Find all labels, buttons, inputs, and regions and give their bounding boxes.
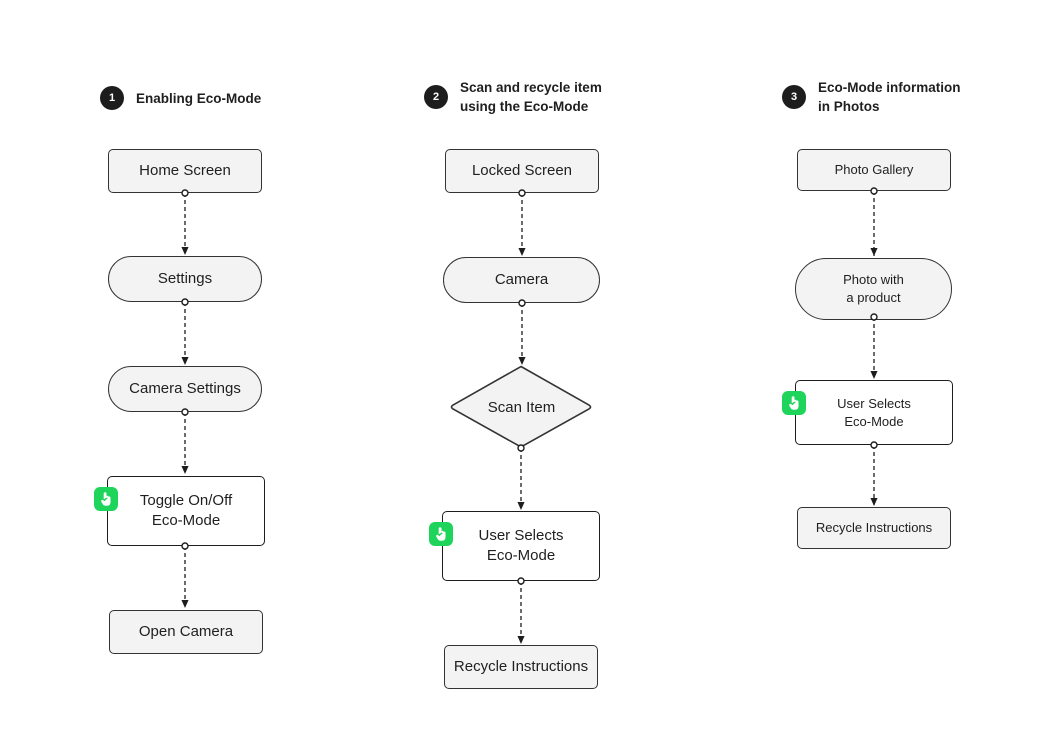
node-photo-gallery: Photo Gallery xyxy=(797,149,951,191)
node-camera-settings: Camera Settings xyxy=(108,366,262,412)
port xyxy=(518,189,526,197)
node-locked-screen: Locked Screen xyxy=(445,149,599,193)
node-open-camera: Open Camera xyxy=(109,610,263,654)
port xyxy=(518,299,526,307)
tap-hand-icon xyxy=(94,487,118,511)
node-camera: Camera xyxy=(443,257,600,303)
node-photo-with-product: Photo with a product xyxy=(795,258,952,320)
flow-3-title: Eco-Mode information in Photos xyxy=(818,80,961,114)
flow-2-title: Scan and recycle item using the Eco-Mode xyxy=(460,80,602,114)
flow-1-header: 1 Enabling Eco-Mode xyxy=(100,86,261,110)
step-badge-2: 2 xyxy=(424,85,448,109)
port xyxy=(870,187,878,195)
node-home-screen: Home Screen xyxy=(108,149,262,193)
port xyxy=(517,577,525,585)
port xyxy=(181,298,189,306)
node-recycle-instructions: Recycle Instructions xyxy=(797,507,951,549)
port xyxy=(181,408,189,416)
node-user-selects-eco-mode: User Selects Eco-Mode xyxy=(442,511,600,581)
port xyxy=(517,444,525,452)
flow-2-header: 2 Scan and recycle item using the Eco-Mo… xyxy=(424,78,602,116)
node-recycle-instructions: Recycle Instructions xyxy=(444,645,598,689)
flow-3-header: 3 Eco-Mode information in Photos xyxy=(782,78,961,116)
step-badge-3: 3 xyxy=(782,85,806,109)
port xyxy=(870,441,878,449)
tap-hand-icon xyxy=(429,522,453,546)
node-user-selects-eco-mode: User Selects Eco-Mode xyxy=(795,380,953,445)
node-settings: Settings xyxy=(108,256,262,302)
port xyxy=(181,542,189,550)
node-scan-item: Scan Item xyxy=(487,399,556,416)
port xyxy=(181,189,189,197)
node-toggle-eco-mode: Toggle On/Off Eco-Mode xyxy=(107,476,265,546)
tap-hand-icon xyxy=(782,391,806,415)
flow-1-title: Enabling Eco-Mode xyxy=(136,90,262,106)
port xyxy=(870,313,878,321)
step-badge-1: 1 xyxy=(100,86,124,110)
